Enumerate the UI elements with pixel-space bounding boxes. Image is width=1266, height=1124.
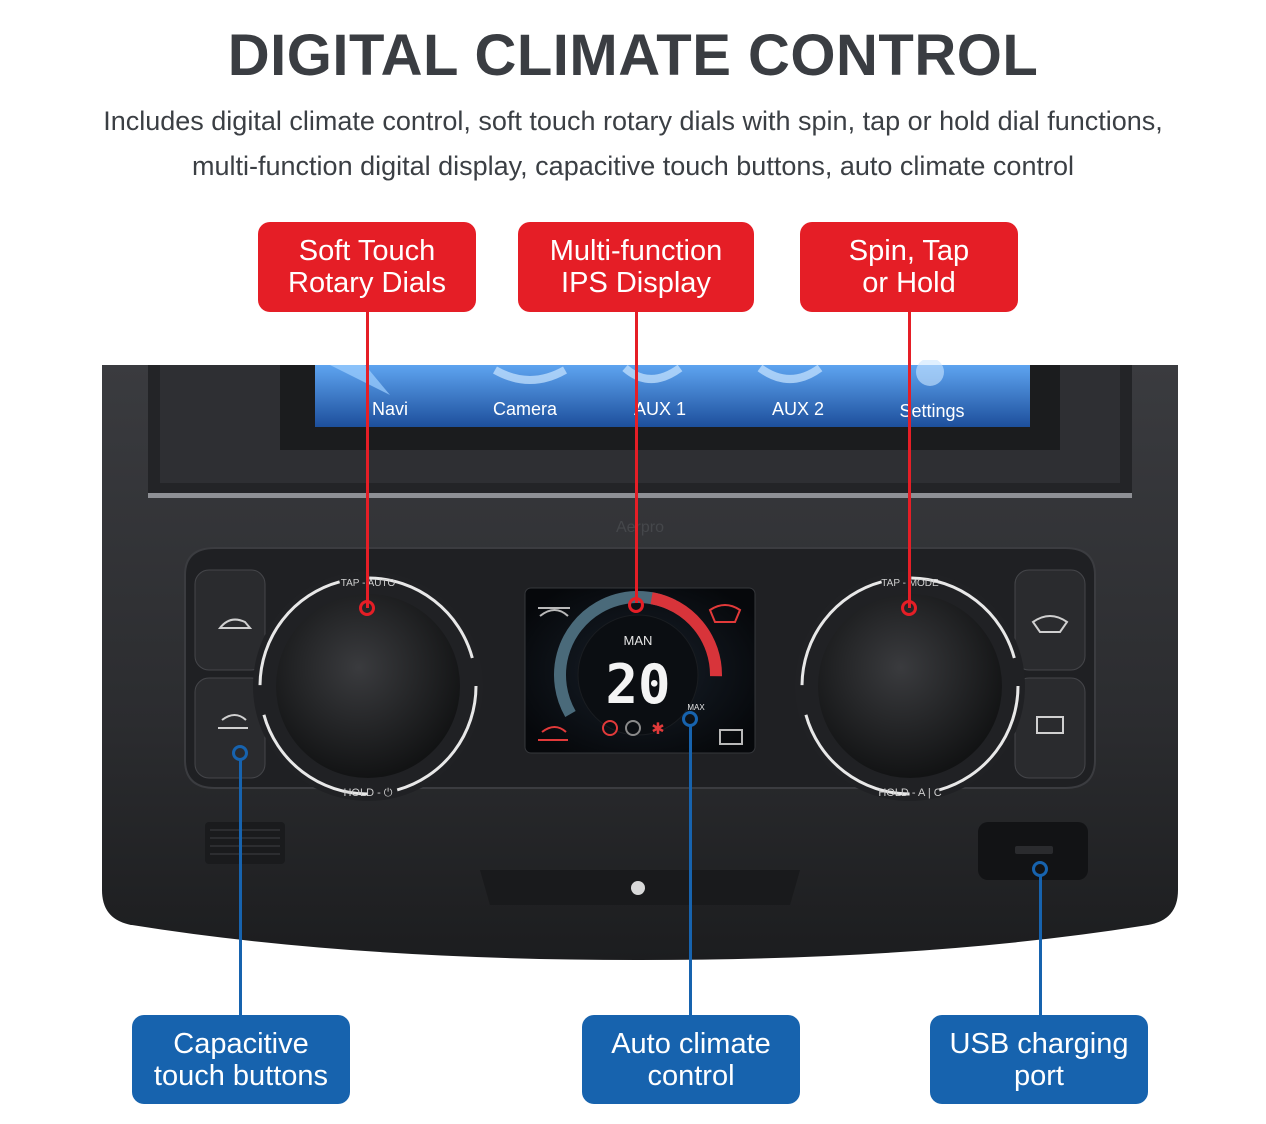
left-dial-bottom-label: HOLD - ⏻ [343,787,392,799]
marker-dials [359,600,375,616]
marker-spin [901,600,917,616]
right-rotary-dial[interactable] [818,594,1002,778]
marker-display [628,597,644,613]
callout-ips-display: Multi-function IPS Display [518,222,754,312]
display-rear-defrost-icon [719,729,743,745]
right-dial-bottom-label: HOLD - A | C [878,787,941,799]
front-defrost-button[interactable] [1014,569,1086,671]
connector-usb [1039,876,1042,1015]
callout-text: Spin, Tap [848,235,970,267]
connector-display [635,312,638,603]
callout-text: IPS Display [561,267,711,299]
menu-settings[interactable]: Settings [899,401,964,421]
callout-text: USB charging [949,1027,1129,1060]
rear-defrost-button[interactable] [1014,677,1086,779]
snowflake-icon: ✱ [651,719,664,738]
marker-touch [232,745,248,761]
menu-aux1[interactable]: AUX 1 [634,399,686,419]
climate-control-unit: Navi Camera AUX 1 AUX 2 Settings Aerpro … [102,360,1178,960]
front-defrost-icon [1031,615,1069,633]
display-recirculate-icon [538,607,570,617]
menu-aux2[interactable]: AUX 2 [772,399,824,419]
callout-text: or Hold [862,267,956,299]
callout-text: Soft Touch [298,235,436,267]
display-fresh-air-icon [538,726,568,741]
left-rotary-dial[interactable] [276,594,460,778]
callout-text: Rotary Dials [288,267,446,299]
page-subtitle-line-2: multi-function digital display, capaciti… [192,151,1074,181]
connector-auto [689,726,692,1015]
callout-soft-touch-dials: Soft Touch Rotary Dials [258,222,476,312]
page-subtitle-line-1: Includes digital climate control, soft t… [103,106,1163,136]
recirculate-icon [217,618,253,629]
callout-auto-climate: Auto climate control [582,1015,800,1104]
display-front-defrost-icon [708,604,742,623]
display-mode: MAN [624,633,653,648]
fresh-air-icon [218,714,248,729]
menu-navi[interactable]: Navi [372,399,408,419]
callout-usb-port: USB charging port [930,1015,1148,1104]
callout-text: Multi-function [549,235,723,267]
callout-text: control [647,1059,735,1092]
mic-hole [631,881,645,895]
steering-wheel-icon [625,720,641,736]
rear-defrost-icon [1036,716,1064,734]
menu-camera[interactable]: Camera [493,399,558,419]
display-max-label: MAX [687,703,705,712]
callout-spin-tap-hold: Spin, Tap or Hold [800,222,1018,312]
callout-text: Capacitive [173,1027,309,1060]
connector-spin [908,312,911,608]
brand-logo: Aerpro [616,519,664,536]
power-icon [602,720,618,736]
callout-text: port [1014,1059,1064,1092]
marker-usb [1032,861,1048,877]
callout-capacitive-buttons: Capacitive touch buttons [132,1015,350,1104]
connector-dials [366,312,369,608]
callout-text: Auto climate [611,1027,771,1060]
display-temperature: 20 [605,653,670,716]
callout-text: touch buttons [153,1059,329,1092]
connector-touch [239,760,242,1015]
page-title: DIGITAL CLIMATE CONTROL [227,23,1039,88]
marker-auto [682,711,698,727]
